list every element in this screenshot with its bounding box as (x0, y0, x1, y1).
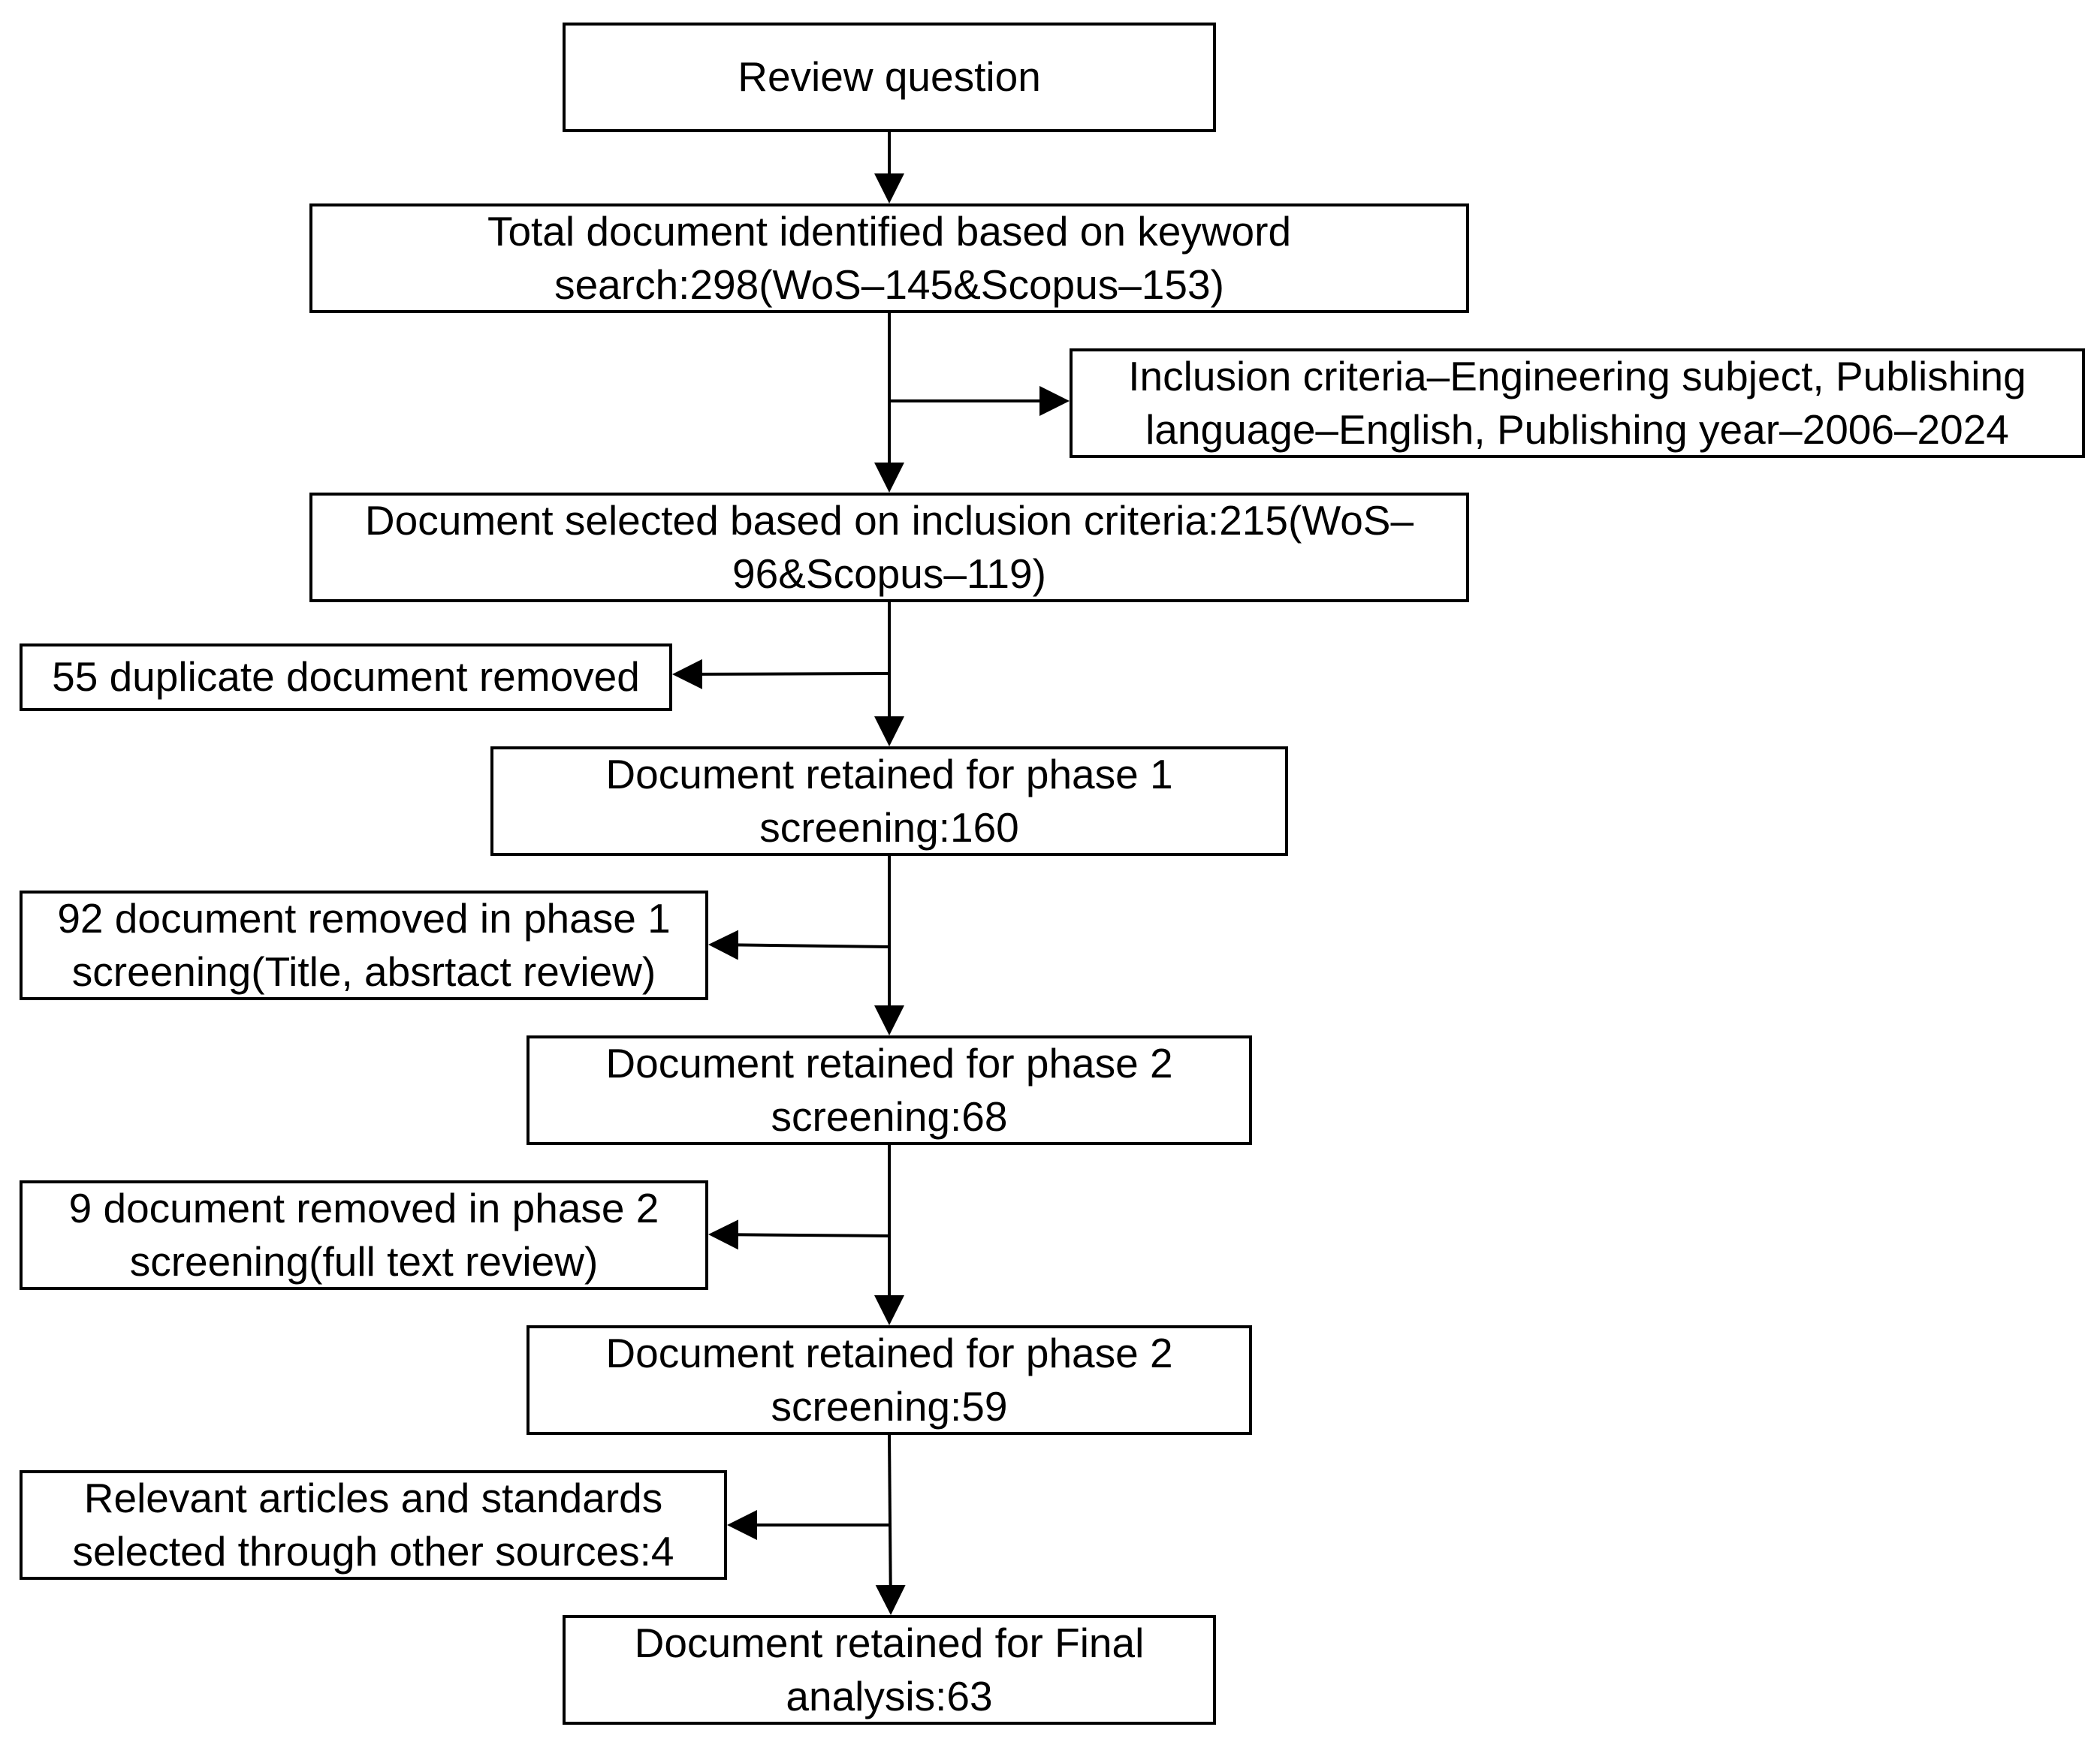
phase2-retained-text: Document retained for phase 2 screening:… (605, 1039, 1173, 1141)
selected-documents-text: Document selected based on inclusion cri… (364, 496, 1414, 598)
phase1-removed-box: 92 document removed in phase 1 screening… (20, 891, 708, 1000)
arrow-to-phase2-removed (708, 1219, 890, 1250)
final-analysis-box: Document retained for Final analysis:63 (563, 1615, 1216, 1725)
duplicates-removed-box: 55 duplicate document removed (20, 643, 672, 711)
review-question-box: Review question (563, 23, 1216, 132)
phase1-retained-text: Document retained for phase 1 screening:… (605, 750, 1173, 851)
other-sources-text: Relevant articles and standards selected… (72, 1474, 674, 1575)
selected-documents-box: Document selected based on inclusion cri… (309, 493, 1469, 602)
identified-documents-box: Total document identified based on keywo… (309, 203, 1469, 313)
phase2-retained-second-box: Document retained for phase 2 screening:… (527, 1325, 1252, 1435)
inclusion-criteria-box: Inclusion criteria–Engineering subject, … (1070, 348, 2085, 458)
inclusion-criteria-text: Inclusion criteria–Engineering subject, … (1128, 352, 2026, 454)
review-question-text: Review question (738, 53, 1041, 101)
final-analysis-text: Document retained for Final analysis:63 (634, 1619, 1145, 1720)
other-sources-box: Relevant articles and standards selected… (20, 1470, 727, 1580)
identified-documents-text: Total document identified based on keywo… (487, 207, 1292, 309)
phase1-removed-text: 92 document removed in phase 1 screening… (57, 894, 671, 996)
arrow-to-phase1-removed (708, 930, 890, 960)
phase2-removed-box: 9 document removed in phase 2 screening(… (20, 1180, 708, 1290)
phase1-retained-box: Document retained for phase 1 screening:… (490, 746, 1288, 856)
duplicates-removed-text: 55 duplicate document removed (52, 653, 640, 701)
phase2-removed-text: 9 document removed in phase 2 screening(… (68, 1184, 659, 1285)
phase2-retained-box: Document retained for phase 2 screening:… (527, 1035, 1252, 1145)
phase2-retained-second-text: Document retained for phase 2 screening:… (605, 1329, 1173, 1430)
